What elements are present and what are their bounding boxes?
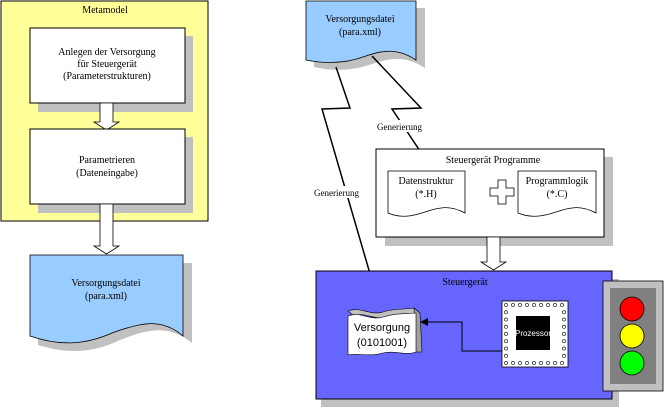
processor-label: Prozessor	[515, 329, 551, 338]
chip-pin	[504, 303, 508, 307]
ecu-title: Steuergerät	[442, 277, 488, 288]
gen-label-bg-1	[374, 120, 430, 132]
generation-label-2: Generierung	[314, 188, 359, 198]
header-file-line2: (*.H)	[415, 189, 436, 200]
right-file-line1: Versorgungsdatei	[325, 14, 394, 25]
supply-line1: Versorgung	[354, 322, 410, 334]
step2-line1: Parametrieren	[79, 155, 135, 166]
chip-pin	[511, 361, 515, 365]
chip-pin	[532, 361, 536, 365]
chip-pin	[560, 303, 564, 307]
right-file-line2: (para.xml)	[339, 27, 381, 38]
programs-title: Steuergerät Programme	[446, 155, 541, 166]
flow-arrow-2	[92, 203, 121, 255]
supply-line2: (0101001)	[357, 337, 407, 349]
processor-die	[516, 316, 550, 350]
chip-pin	[539, 303, 543, 307]
chip-pin	[562, 332, 566, 336]
left-file-line1: Versorgungsdatei	[71, 278, 140, 289]
processor-to-supply-edge	[420, 318, 502, 352]
chip-pin	[562, 353, 566, 358]
chip-pin	[532, 303, 536, 307]
chip-pin	[553, 303, 557, 307]
header-file-line1: Datenstruktur	[399, 176, 455, 187]
chip-pin	[504, 346, 508, 351]
flow-arrow-3	[479, 236, 508, 271]
chip-pin	[504, 361, 508, 365]
header-file[interactable]	[387, 170, 466, 217]
step1-line2: für Steuergerät	[77, 59, 137, 70]
chip-pin	[504, 324, 508, 329]
step1-box[interactable]	[29, 27, 186, 104]
chip-pin	[560, 361, 564, 365]
yellow-light-icon	[619, 323, 645, 349]
chip-pin	[504, 353, 508, 358]
processor-chip[interactable]: Prozessor	[501, 300, 569, 368]
chip-pin	[504, 332, 508, 336]
chip-pin	[546, 361, 550, 365]
chip-pin	[562, 339, 566, 344]
generation-label-1: Generierung	[377, 122, 422, 132]
right-file[interactable]	[305, 0, 417, 63]
left-file-line2: (para.xml)	[85, 291, 127, 302]
step2-box[interactable]	[29, 128, 186, 205]
chip-pin	[525, 361, 529, 365]
code-file[interactable]	[517, 170, 597, 217]
chip-pin	[546, 303, 550, 307]
generation-edge-right	[371, 55, 435, 174]
chip-pin	[562, 310, 566, 315]
chip-pin	[562, 346, 566, 351]
code-file-line1: Programmlogik	[526, 176, 589, 187]
chip-pin	[553, 361, 557, 365]
chip-pin	[525, 303, 529, 307]
chip-pin	[518, 303, 522, 307]
left-file[interactable]	[29, 254, 184, 344]
chip-pin	[562, 324, 566, 329]
gen-label-bg-2	[312, 186, 366, 198]
chip-pin	[562, 317, 566, 322]
code-file-line2: (*.C)	[547, 189, 568, 200]
chip-pin	[504, 310, 508, 315]
red-light-icon	[619, 296, 645, 322]
step1-line3: (Parameterstrukturen)	[63, 71, 151, 82]
flow-arrow-1	[92, 102, 121, 131]
plus-icon	[489, 179, 515, 205]
metamodel-title: Metamodel	[82, 5, 128, 16]
step1-line1: Anlegen der Versorgung	[58, 47, 155, 58]
chip-pin	[504, 339, 508, 344]
green-light-icon	[619, 350, 645, 376]
chip-pin	[518, 361, 522, 365]
chip-pin	[511, 303, 515, 307]
chip-pin	[539, 361, 543, 365]
supply-block[interactable]	[347, 312, 417, 356]
generation-edge-left	[321, 66, 383, 310]
step2-line2: (Dateneingabe)	[76, 168, 138, 179]
chip-pin	[504, 317, 508, 322]
